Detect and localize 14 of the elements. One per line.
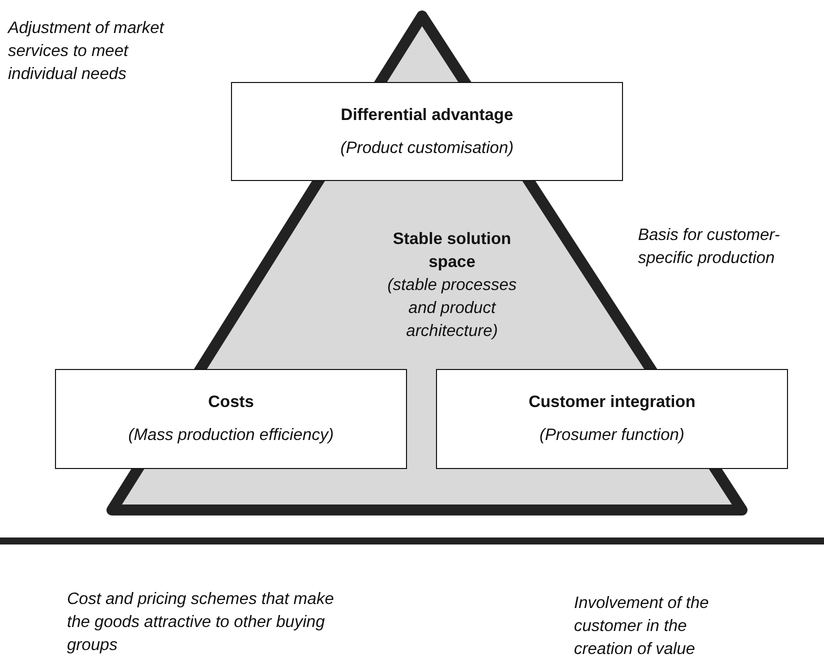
annotation-note: Involvement of the customer in the creation of value bbox=[574, 593, 710, 660]
box-description: (Product customisation) bbox=[340, 138, 514, 158]
node-description: (stable processes and product architecture) bbox=[386, 275, 518, 342]
annotation-note: Basis for customer-specific production bbox=[638, 225, 781, 269]
box-title: Costs bbox=[208, 393, 254, 412]
box-description: (Mass production efficiency) bbox=[128, 426, 334, 445]
text-box bbox=[436, 369, 788, 469]
annotation-note: Cost and pricing schemes that make the goods attractive to other buying groups bbox=[67, 589, 335, 656]
box-title: Customer integration bbox=[528, 393, 696, 412]
node-title: Stable solution space bbox=[392, 229, 512, 273]
box-title: Differential advantage bbox=[340, 106, 514, 124]
text-box bbox=[55, 369, 407, 469]
box-description: (Prosumer function) bbox=[540, 426, 684, 445]
annotation-note: Adjustment of market services to meet individual needs bbox=[8, 18, 166, 85]
